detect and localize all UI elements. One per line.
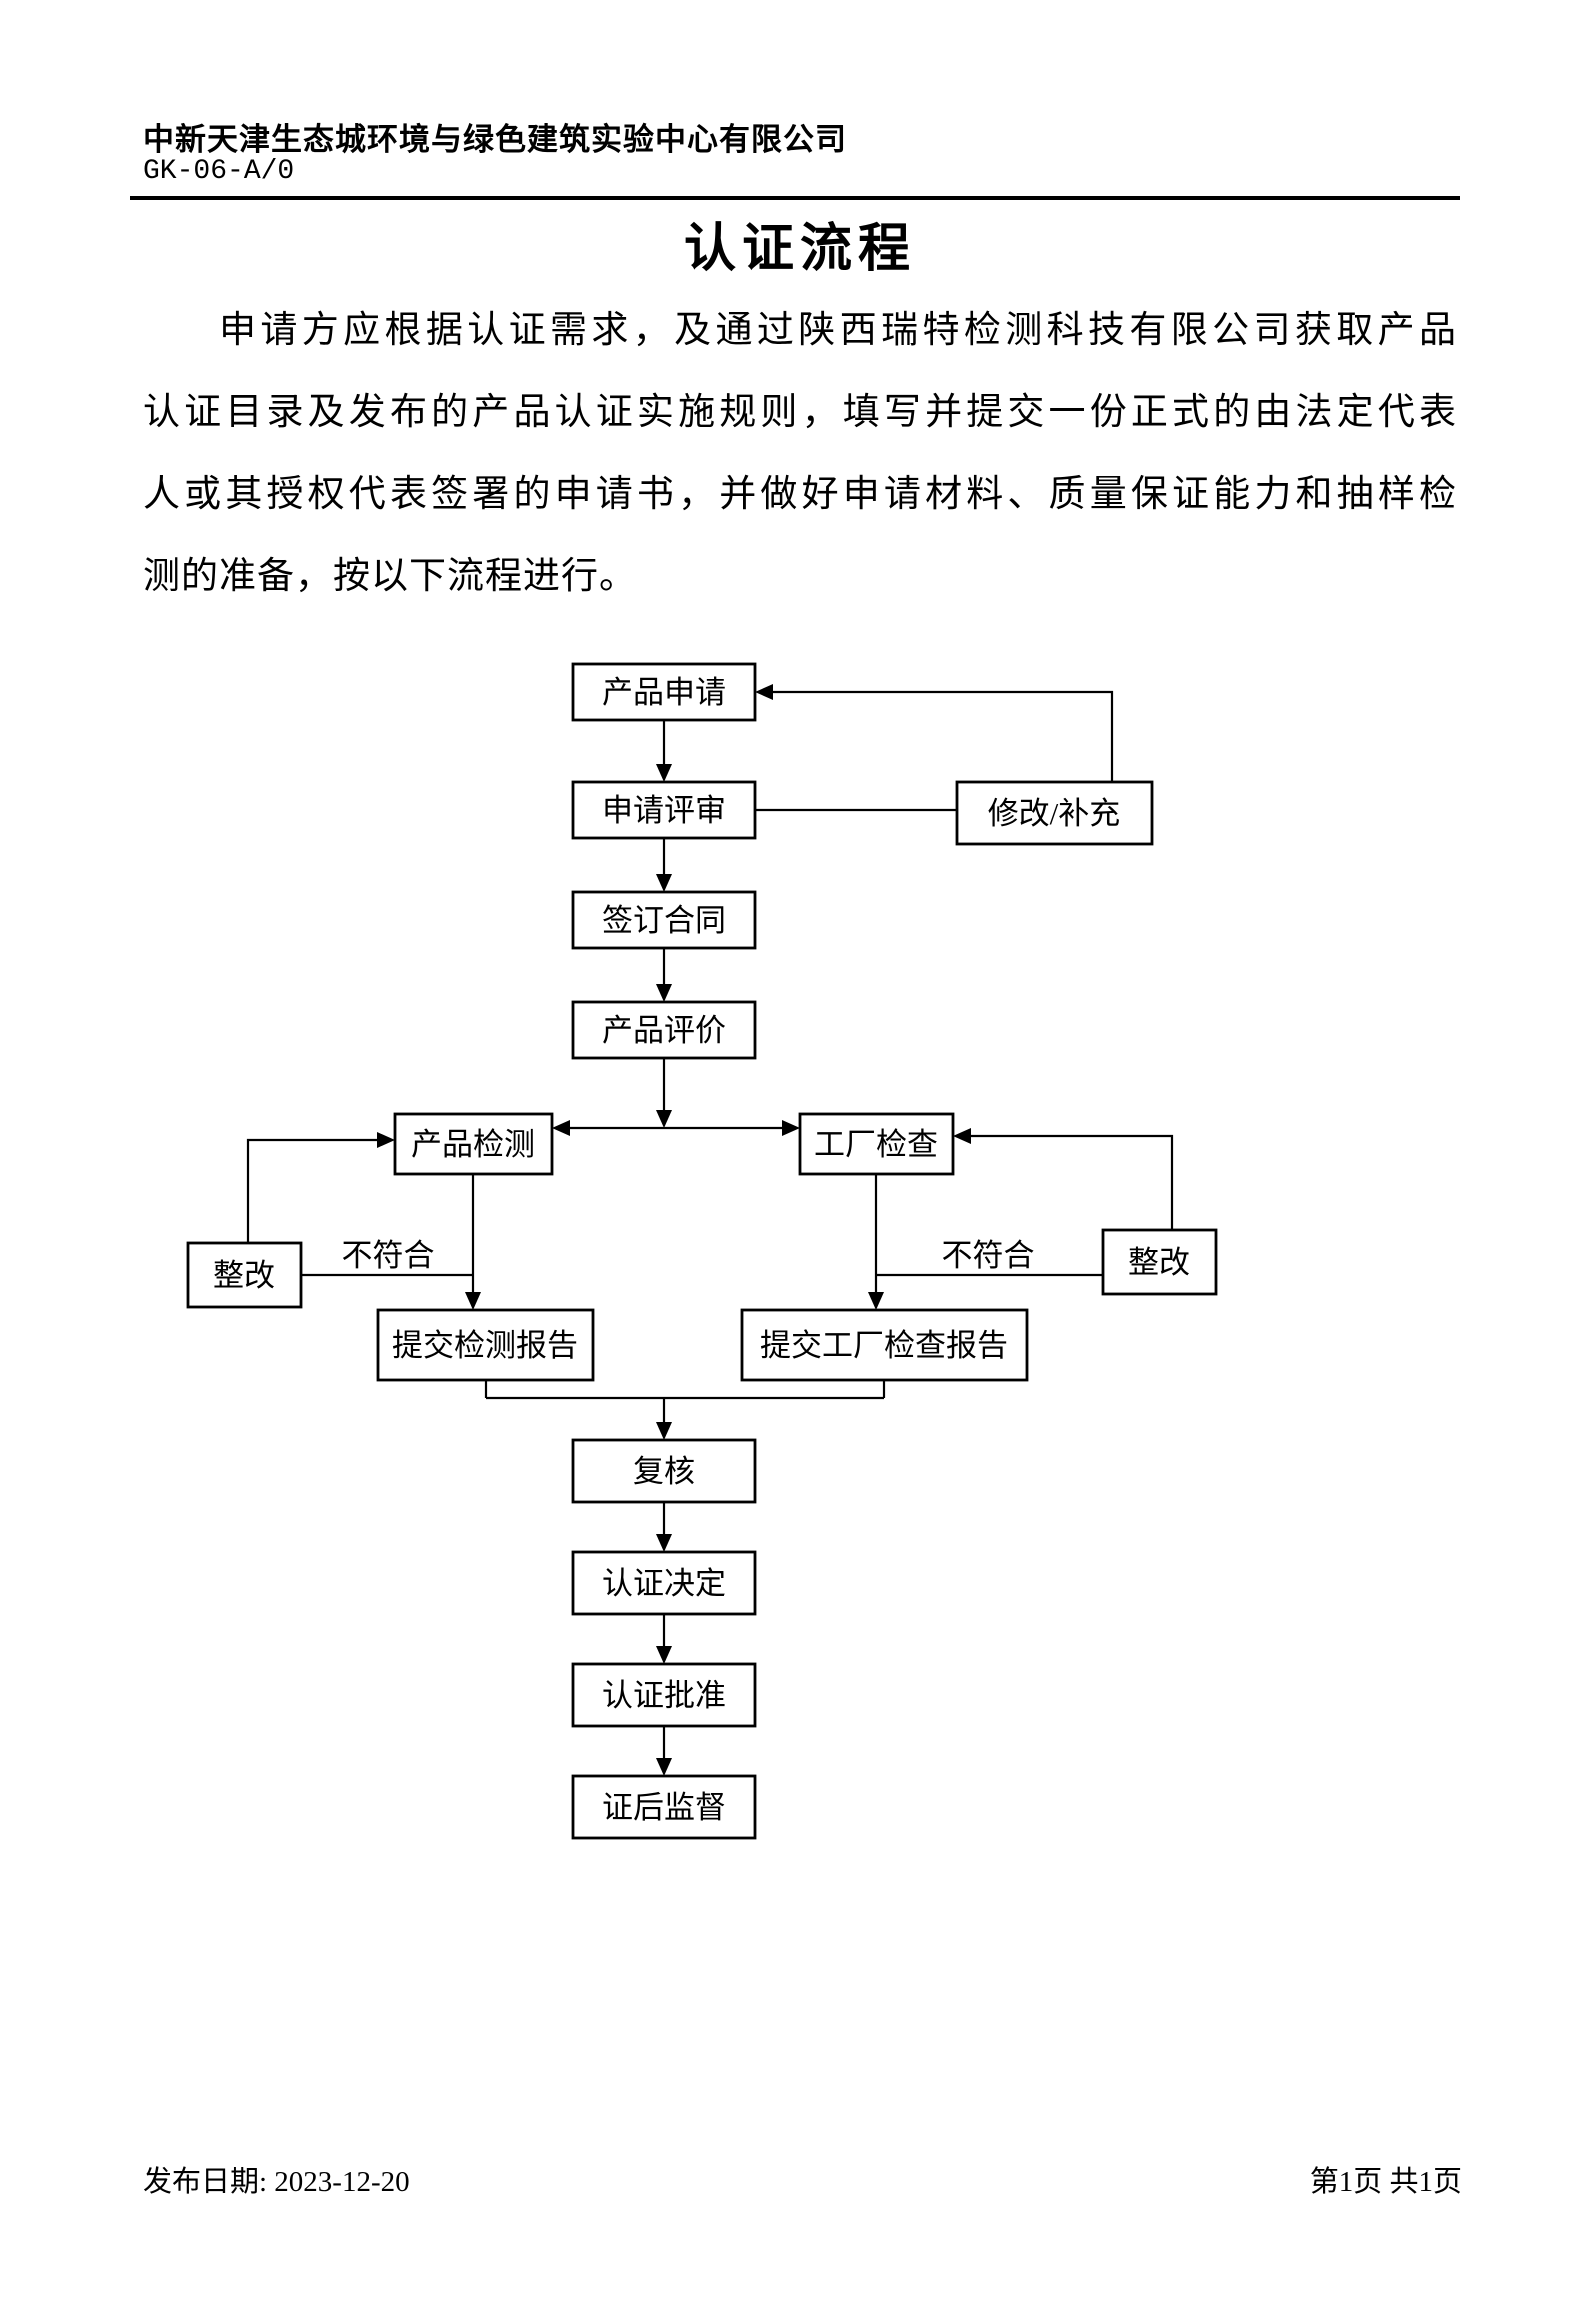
flow-node-cert-approval: 认证批准 [571, 1662, 757, 1728]
flow-node-submit-factory-report: 提交工厂检查报告 [740, 1308, 1029, 1382]
svg-text:整改: 整改 [213, 1258, 275, 1293]
label-nonconform-left: 不符合 [342, 1238, 435, 1273]
connector-reports-to-recheck [484, 1380, 886, 1440]
svg-text:提交工厂检查报告: 提交工厂检查报告 [760, 1328, 1008, 1363]
company-name: 中新天津生态城环境与绿色建筑实验中心有限公司 [143, 122, 847, 157]
flow-node-post-cert-supervision: 证后监督 [571, 1774, 757, 1840]
svg-text:申请评审: 申请评审 [602, 793, 726, 828]
svg-text:签订合同: 签订合同 [602, 903, 726, 938]
svg-text:产品申请: 产品申请 [602, 675, 726, 710]
connector-testing-to-test-report [301, 1174, 481, 1310]
connector-application-to-review [656, 720, 672, 782]
connector-decision-to-approval [656, 1614, 672, 1664]
page-title: 认证流程 [683, 221, 916, 278]
certification-flowchart: 不符合 不符合 产品申请 申请评审 修改/补充 签订合同 产品评价 产品检测 [186, 662, 1218, 1840]
connector-rectification-right-to-inspection [953, 1128, 1174, 1230]
connector-modify-to-application [755, 684, 1114, 782]
flow-node-product-application: 产品申请 [571, 662, 757, 722]
flow-node-application-review: 申请评审 [571, 780, 757, 840]
svg-text:修改/补充: 修改/补充 [988, 796, 1121, 831]
connector-review-to-contract [656, 838, 672, 892]
svg-text:复核: 复核 [633, 1454, 695, 1489]
paragraph-line: 测的准备，按以下流程进行。 [143, 556, 637, 597]
flow-node-submit-test-report: 提交检测报告 [376, 1308, 595, 1382]
svg-text:提交检测报告: 提交检测报告 [392, 1328, 578, 1363]
svg-text:整改: 整改 [1128, 1245, 1190, 1280]
release-date: 发布日期: 2023-12-20 [143, 2166, 410, 2198]
doc-code: GK-06-A/0 [143, 156, 295, 187]
flow-node-rectification-right: 整改 [1101, 1228, 1218, 1296]
svg-text:认证决定: 认证决定 [602, 1566, 726, 1601]
label-nonconform-right: 不符合 [942, 1238, 1035, 1273]
intro-paragraph: 申请方应根据认证需求，及通过陕西瑞特检测科技有限公司获取产品 认证目录及发布的产… [143, 290, 1457, 618]
connector-recheck-to-decision [656, 1502, 672, 1552]
svg-text:产品评价: 产品评价 [602, 1013, 726, 1048]
flow-node-product-testing: 产品检测 [393, 1112, 554, 1176]
connector-inspection-to-factory-report [868, 1174, 1103, 1310]
flow-node-rectification-left: 整改 [186, 1241, 303, 1309]
header-rule [130, 196, 1460, 200]
svg-text:工厂检查: 工厂检查 [814, 1127, 938, 1162]
flow-node-sign-contract: 签订合同 [571, 890, 757, 950]
flow-node-modify-supplement: 修改/补充 [955, 780, 1154, 846]
paragraph-line: 人或其授权代表签署的申请书，并做好申请材料、质量保证能力和抽样检 [143, 474, 1457, 515]
connector-rectification-left-to-testing [246, 1132, 395, 1243]
svg-text:产品检测: 产品检测 [411, 1127, 535, 1162]
flow-node-product-evaluation: 产品评价 [571, 1000, 757, 1060]
flow-node-recheck: 复核 [571, 1438, 757, 1504]
paragraph-line: 申请方应根据认证需求，及通过陕西瑞特检测科技有限公司获取产品 [219, 310, 1457, 351]
page-number: 第1页 共1页 [1309, 2166, 1462, 2198]
flow-node-cert-decision: 认证决定 [571, 1550, 757, 1616]
connector-approval-to-supervision [656, 1726, 672, 1776]
connector-contract-to-evaluation [656, 948, 672, 1002]
svg-text:认证批准: 认证批准 [602, 1678, 726, 1713]
paragraph-line: 认证目录及发布的产品认证实施规则，填写并提交一份正式的由法定代表 [143, 392, 1457, 433]
svg-text:证后监督: 证后监督 [602, 1790, 726, 1825]
connector-evaluation-split [552, 1058, 800, 1136]
page-footer: 发布日期: 2023-12-20 第1页 共1页 [143, 2158, 1462, 2200]
flow-node-factory-inspection: 工厂检查 [798, 1112, 955, 1176]
